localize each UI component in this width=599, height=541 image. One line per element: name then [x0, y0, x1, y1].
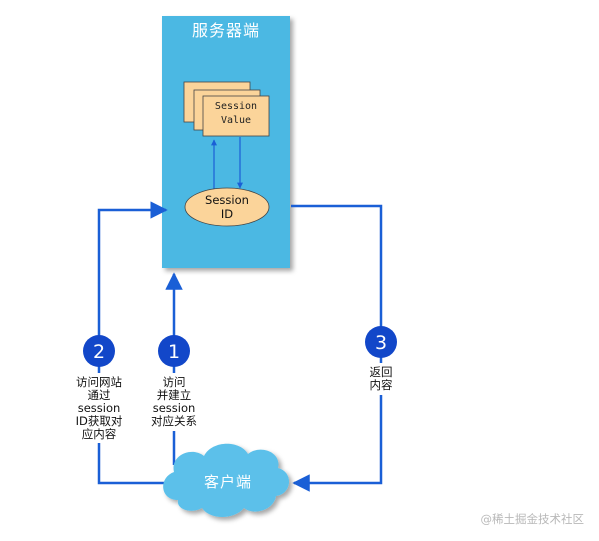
server-box: 服务器端: [162, 16, 290, 268]
step-1: 1 访问 并建立 session 对应关系: [146, 335, 202, 431]
session-id-line1: Session: [205, 193, 249, 207]
step-2-line2: 通过: [88, 388, 111, 402]
client-cloud: [163, 443, 290, 517]
session-value-stack: Session Value: [183, 81, 270, 137]
value-card-front: [202, 95, 270, 137]
step-2-line5: 应内容: [82, 427, 117, 441]
value-card-line2: Value: [221, 115, 251, 126]
step-2-line1: 访问网站: [76, 375, 122, 389]
client-label: 客户端: [204, 473, 252, 491]
step-2-line4: ID获取对: [76, 414, 123, 428]
step-3-line2: 内容: [370, 378, 393, 392]
step-1-line2: 并建立: [157, 388, 192, 402]
session-id-node: Session ID: [184, 187, 270, 227]
step-3-line1: 返回: [370, 365, 393, 379]
server-title: 服务器端: [192, 21, 260, 40]
watermark: @稀土掘金技术社区: [481, 512, 585, 526]
step-1-line1: 访问: [163, 375, 186, 389]
session-id-line2: ID: [221, 207, 233, 221]
cloud-shape: [163, 443, 290, 517]
value-card-line1: Session: [215, 101, 257, 112]
step-1-number: 1: [168, 341, 180, 363]
step-2: 2 访问网站 通过 session ID获取对 应内容: [70, 335, 128, 443]
step-3-number: 3: [375, 332, 387, 354]
step-2-circle: [83, 335, 115, 367]
step-3: 3 返回 内容: [364, 326, 398, 395]
step-1-line3: session: [153, 401, 196, 415]
step-2-line3: session: [78, 401, 121, 415]
step-1-circle: [158, 335, 190, 367]
step-3-circle: [365, 326, 397, 358]
step-2-number: 2: [93, 341, 105, 363]
step-1-line4: 对应关系: [151, 414, 197, 428]
